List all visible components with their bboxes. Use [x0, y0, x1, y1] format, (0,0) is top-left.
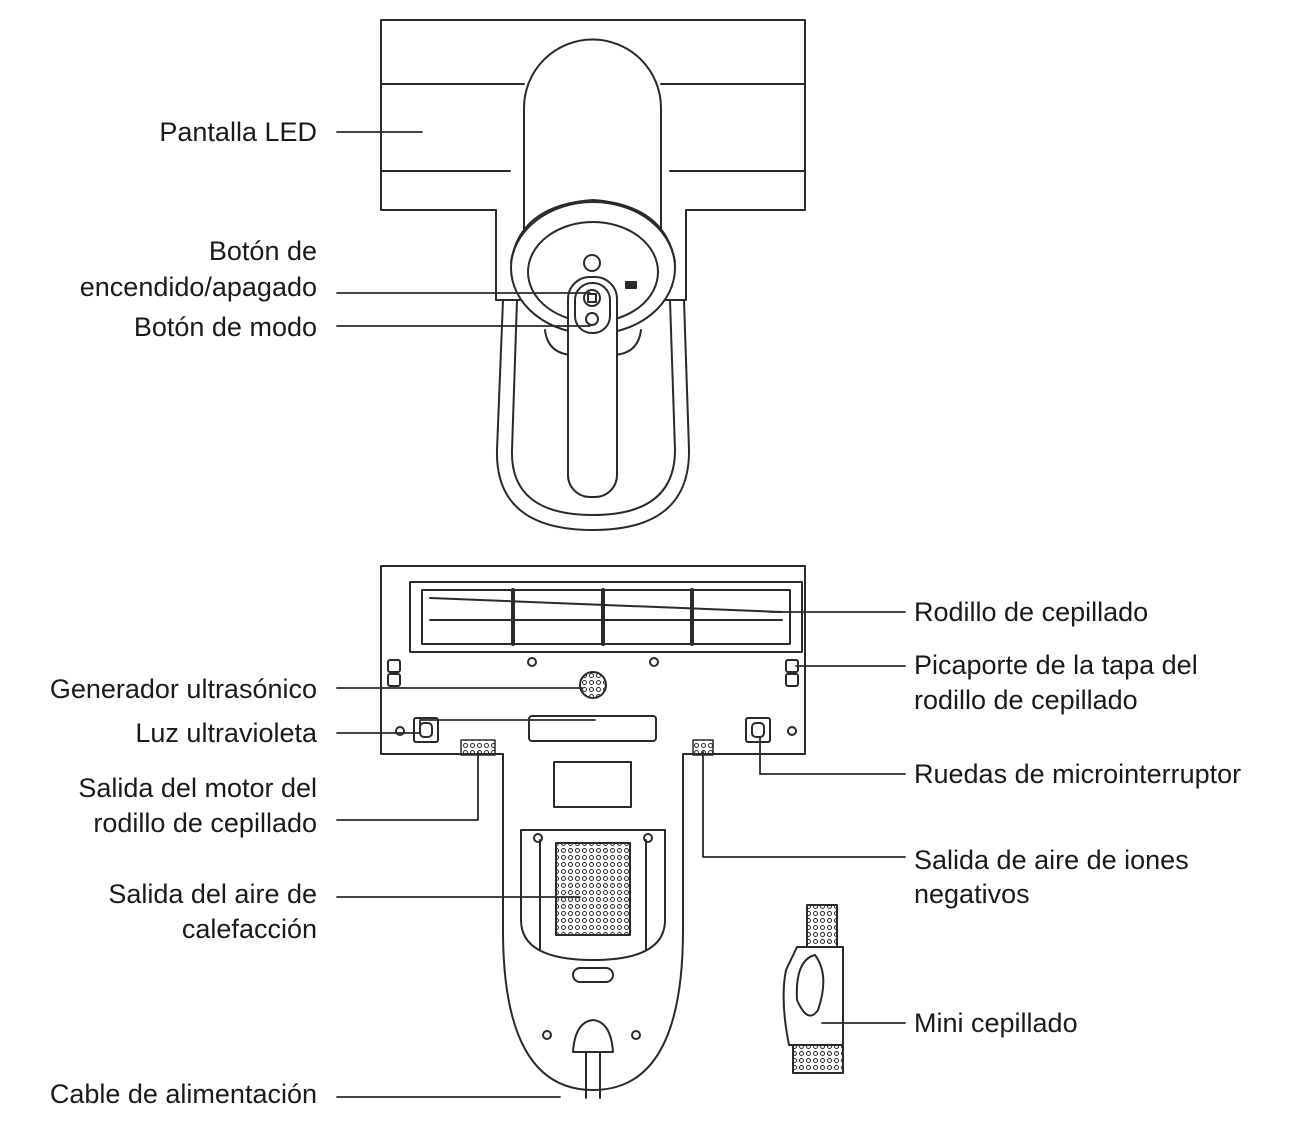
label-power-button-line1: Botón de [208, 236, 317, 266]
label-heating-air-outlet-line1: Salida del aire de [108, 879, 317, 909]
label-roller-motor-outlet-line2: rodillo de cepillado [93, 808, 317, 838]
bottom-view-device [380, 565, 806, 1099]
label-heating-air-outlet-line2: calefacción [181, 914, 317, 944]
label-microswitch-wheels: Ruedas de microinterruptor [914, 759, 1242, 789]
leader-lines [336, 131, 906, 1098]
label-power-button-line2: encendido/apagado [79, 272, 317, 302]
label-roller-latch-line1: Picaporte de la tapa del [914, 650, 1198, 680]
label-mini-brush: Mini cepillado [914, 1008, 1078, 1038]
label-power-cable: Cable de alimentación [49, 1079, 317, 1109]
label-uv-light: Luz ultravioleta [135, 718, 317, 748]
mini-brush-drawing [782, 904, 844, 1074]
label-negative-ion-outlet-line2: negativos [914, 879, 1030, 909]
label-ultrasonic-generator: Generador ultrasónico [49, 674, 317, 704]
label-mode-button: Botón de modo [133, 312, 317, 342]
label-led-display: Pantalla LED [159, 117, 317, 147]
label-roller-motor-outlet-line1: Salida del motor del [78, 773, 317, 803]
label-roller-latch-line2: rodillo de cepillado [914, 685, 1138, 715]
label-brush-roller: Rodillo de cepillado [914, 597, 1149, 627]
label-negative-ion-outlet-line1: Salida de aire de iones [914, 845, 1189, 875]
top-view-device [380, 19, 806, 531]
